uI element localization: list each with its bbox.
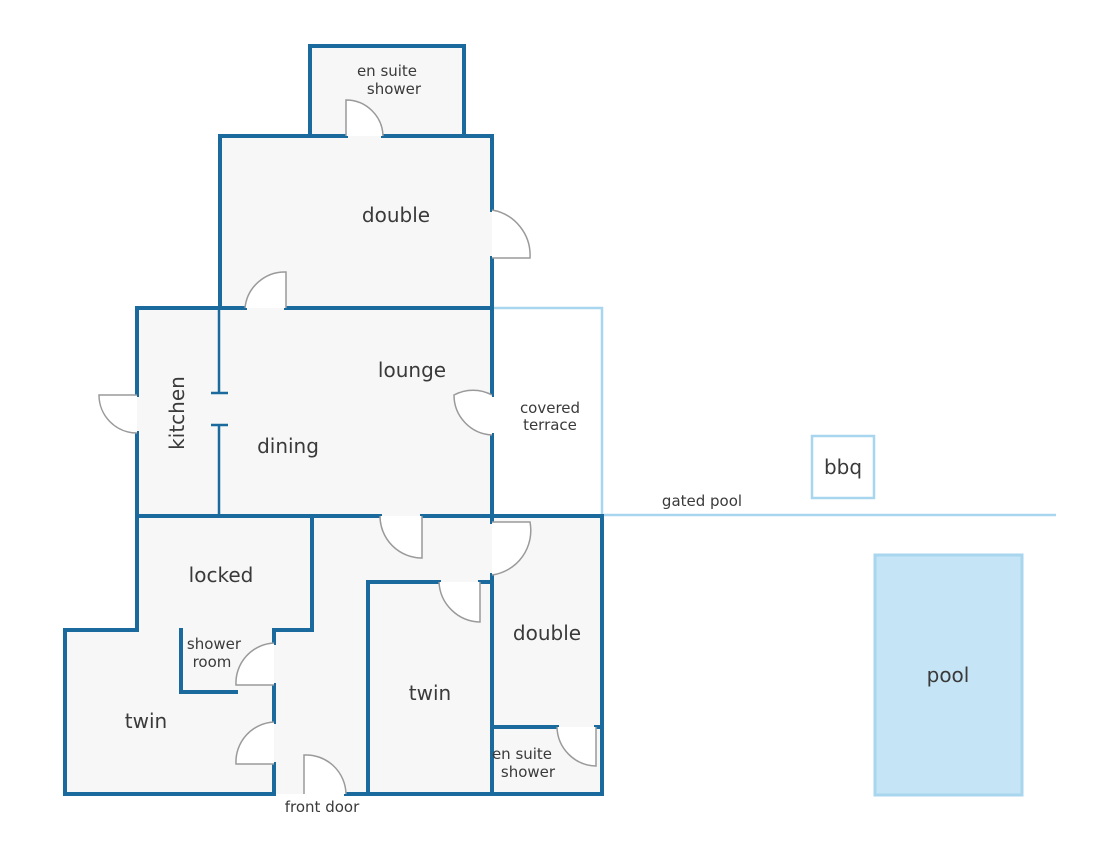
covered-terrace-outline (492, 306, 604, 516)
label-pool: pool (927, 663, 970, 687)
door-shower-room (235, 642, 275, 686)
label-gated-pool: gated pool (662, 492, 742, 510)
walls (63, 44, 604, 796)
door-en-suite-bottom (556, 726, 597, 767)
door-dining-hall (379, 515, 423, 559)
door-kitchen-exterior (98, 394, 138, 434)
doors (98, 99, 597, 795)
label-lounge: lounge (378, 358, 446, 382)
label-double-top: double (362, 203, 430, 227)
outdoor-labels: bbq gated pool pool front door (285, 455, 970, 816)
outdoor-area (492, 306, 1056, 797)
label-shower-room-2: room (193, 653, 232, 671)
label-covered-terrace-2: terrace (523, 416, 577, 434)
room-fills (65, 46, 602, 794)
pool-shape (873, 553, 1024, 797)
label-front-door: front door (285, 798, 360, 816)
label-locked: locked (189, 563, 254, 587)
door-twin-middle (438, 581, 481, 623)
door-twin-left (235, 721, 275, 765)
door-double-right (491, 521, 532, 576)
label-double-right: double (513, 621, 581, 645)
door-en-suite-top (345, 99, 384, 137)
label-en-suite-bottom-2: shower (501, 763, 556, 781)
bbq-outline (810, 434, 876, 500)
label-kitchen: kitchen (165, 376, 189, 450)
label-en-suite-bottom: en suite (492, 745, 552, 763)
label-en-suite-top-2: shower (367, 80, 422, 98)
door-double-lounge (244, 271, 287, 309)
label-twin-left: twin (125, 709, 167, 733)
door-lounge-terrace (453, 389, 493, 436)
door-double-terrace (491, 209, 531, 259)
label-dining: dining (257, 434, 319, 458)
room-labels: en suite shower double lounge kitchen di… (125, 62, 581, 781)
kitchen-partition (211, 308, 228, 516)
label-bbq: bbq (824, 455, 862, 479)
label-covered-terrace: covered (520, 399, 580, 417)
label-shower-room: shower (187, 635, 242, 653)
door-front (303, 754, 347, 795)
label-twin-middle: twin (409, 681, 451, 705)
label-en-suite-top: en suite (357, 62, 417, 80)
